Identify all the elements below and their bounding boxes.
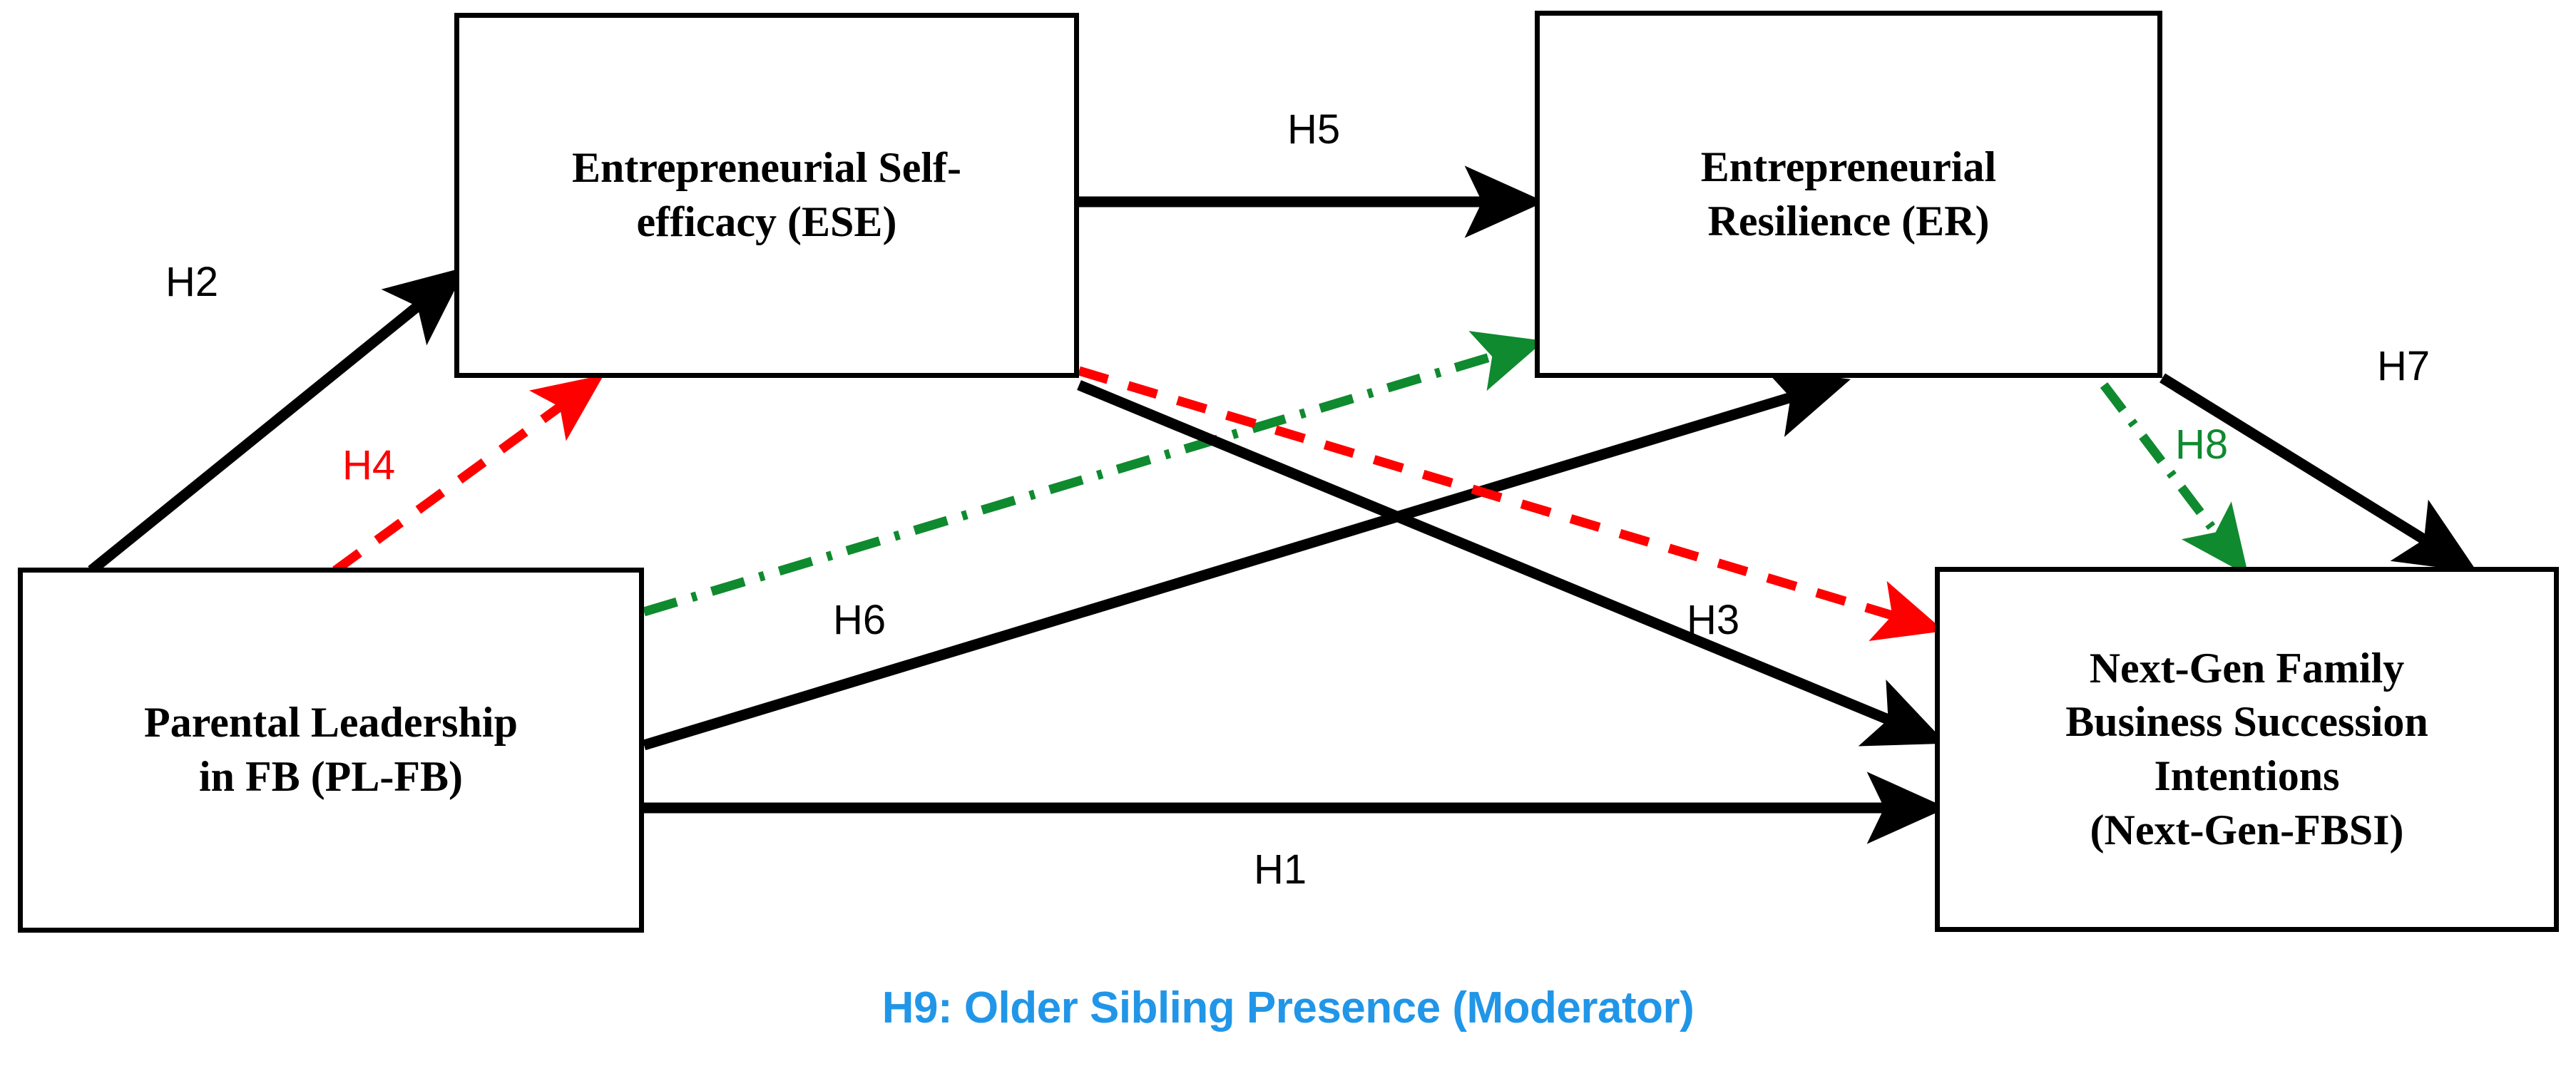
path-plfb-er-moderated-line [643, 331, 1545, 617]
node-parental-leadership-in-fb[interactable]: Parental Leadership in FB (PL-FB) [18, 568, 644, 933]
path-label-h6: H6 [833, 597, 886, 643]
path-label-h8: H8 [2175, 421, 2229, 468]
node-plfb-label: Parental Leadership in FB (PL-FB) [144, 699, 518, 800]
node-next-gen-fbsi[interactable]: Next-Gen Family Business Succession Inte… [1935, 567, 2559, 932]
node-nextgen-label: Next-Gen Family Business Succession Inte… [2065, 644, 2428, 854]
path-h6-line [642, 368, 1851, 751]
path-label-h1: H1 [1254, 846, 1307, 893]
path-label-h5: H5 [1287, 106, 1341, 153]
path-h8-line [2100, 382, 2249, 576]
node-er-label: Entrepreneurial Resilience (ER) [1700, 143, 1997, 245]
path-label-h2: H2 [165, 259, 219, 305]
path-h4-line [332, 374, 604, 575]
path-label-h3: H3 [1687, 597, 1740, 643]
node-ese-label: Entrepreneurial Self- efficacy (ESE) [571, 144, 962, 245]
path-label-h7: H7 [2377, 343, 2431, 389]
path-ese-nextgen-moderated-line [1078, 366, 1945, 641]
moderator-caption: H9: Older Sibling Presence (Moderator) [881, 983, 1695, 1032]
path-h3-line [1077, 380, 1946, 747]
node-entrepreneurial-resilience[interactable]: Entrepreneurial Resilience (ER) [1535, 11, 2162, 378]
path-h2-line [88, 267, 466, 575]
path-label-h4: H4 [342, 442, 396, 488]
path-h7-line [2160, 373, 2478, 573]
node-entrepreneurial-self-efficacy[interactable]: Entrepreneurial Self- efficacy (ESE) [454, 13, 1079, 378]
